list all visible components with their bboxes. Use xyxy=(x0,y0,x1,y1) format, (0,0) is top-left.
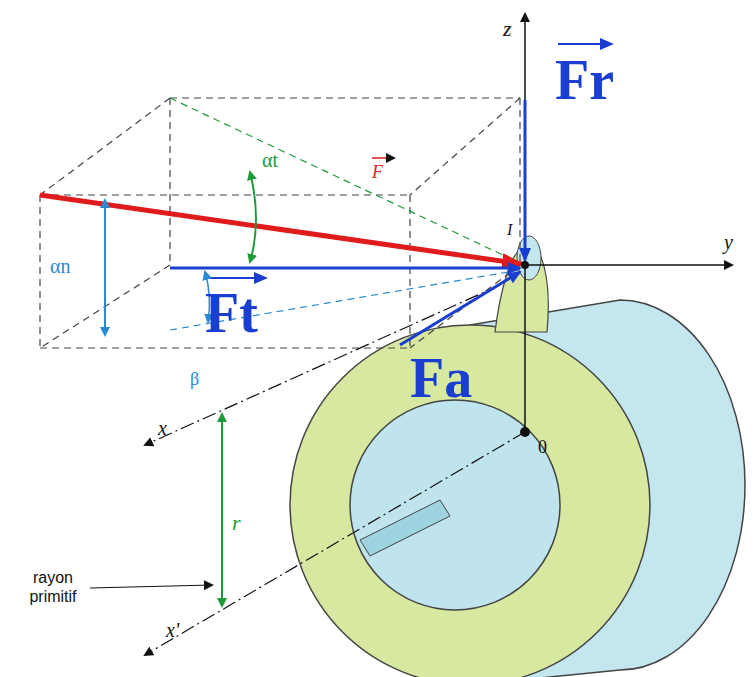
angle-label: αt xyxy=(262,150,278,170)
radius-note: rayon primitif xyxy=(18,568,88,606)
point-label: 0 xyxy=(538,438,547,456)
radius-label: r xyxy=(232,512,241,534)
force-label: F xyxy=(372,163,383,181)
point-label: I xyxy=(507,222,512,238)
axis-label: z xyxy=(503,18,512,40)
axis-label: x xyxy=(158,418,167,438)
force-label: Fr xyxy=(555,52,614,108)
axis-label: x' xyxy=(166,620,179,640)
force-label: Fa xyxy=(410,350,472,406)
force-label: Ft xyxy=(205,285,258,341)
axis-label: y xyxy=(724,232,733,252)
angle-label: αn xyxy=(50,256,70,276)
angle-label: β xyxy=(190,370,199,388)
